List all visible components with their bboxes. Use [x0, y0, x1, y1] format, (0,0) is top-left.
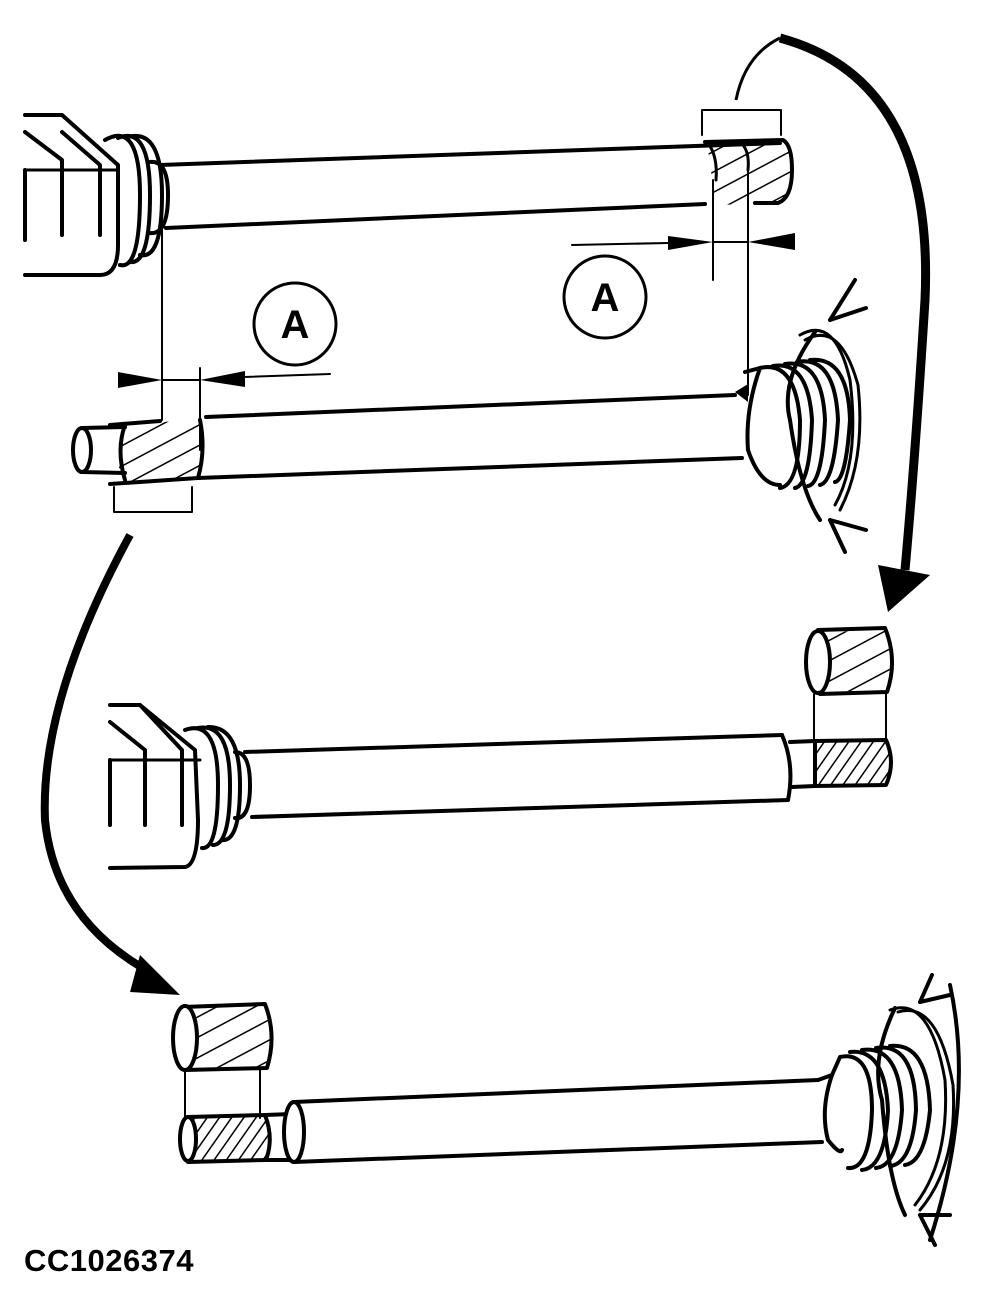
- outer-cv-joint-boot: [743, 278, 868, 554]
- lower-shaft-1-upper-edge: [243, 733, 784, 754]
- top-shaft-assembly: [23, 109, 795, 421]
- callout-a-right-label: A: [591, 276, 620, 320]
- lower-shaft-2-lower-edge: [292, 1140, 824, 1164]
- arrow-top-right-curved-down: [734, 33, 931, 612]
- dimension-a-right: [571, 233, 795, 250]
- callout-a-right: A: [562, 254, 648, 340]
- top-spline-bracket: [701, 109, 782, 136]
- callout-a-left: A: [252, 281, 338, 367]
- frame-arc-right: [928, 983, 961, 1242]
- middle-shaft-lower-edge: [196, 456, 744, 480]
- lower-shaft-1-hatched-sleeve-position: [813, 738, 893, 788]
- dimension-a-left: [118, 371, 331, 388]
- lower-shaft-1-lower-edge: [250, 798, 790, 819]
- lower-shaft-2-assembly: [178, 973, 956, 1247]
- sleeve-right: [804, 626, 895, 741]
- inner-cv-joint-housing-2: [108, 703, 202, 870]
- lower-shaft-1-step: [780, 733, 793, 802]
- top-shaft-spline-end: [703, 138, 794, 205]
- middle-shaft-upper-edge: [204, 393, 737, 419]
- figure-id-label: CC1026374: [24, 1243, 194, 1278]
- middle-shaft-spline: [108, 418, 205, 486]
- outer-cv-joint-boot-2: [816, 973, 956, 1247]
- top-shaft-lower-edge: [164, 202, 707, 230]
- lower-shaft-2-upper-edge: [292, 1078, 820, 1104]
- top-shaft-upper-edge: [158, 141, 782, 167]
- middle-shaft-stub: [71, 425, 127, 475]
- middle-shaft-assembly: [71, 278, 868, 554]
- lower-shaft-1-assembly: [108, 703, 893, 870]
- inner-joint-boot: [103, 133, 170, 268]
- middle-shaft-step-mark: [735, 384, 748, 402]
- callout-a-left-label: A: [281, 303, 310, 347]
- inner-cv-joint-housing: [23, 113, 120, 277]
- inner-joint-boot-2: [183, 724, 252, 850]
- lower-shaft-2-hatched-sleeve-position: [178, 1113, 272, 1164]
- middle-spline-bracket: [113, 486, 193, 513]
- sleeve-left: [171, 1002, 274, 1119]
- lower-shaft-2-step: [282, 1100, 306, 1164]
- arrow-left-curved-down: [40, 533, 180, 995]
